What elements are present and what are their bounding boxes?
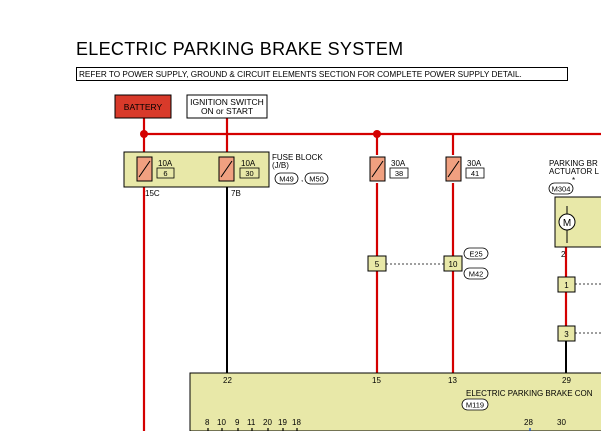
- joint-connector: 5 10 E25 M42: [367, 247, 489, 280]
- fuse-number-box: [389, 167, 409, 179]
- fuse-element: [447, 160, 460, 178]
- connector-pin-number: 3: [564, 330, 569, 339]
- fuse-number: 41: [471, 169, 479, 178]
- controller-bottom-pin: 10: [217, 418, 226, 427]
- page-title: ELECTRIC PARKING BRAKE SYSTEM: [76, 39, 404, 59]
- fuse-element: [220, 160, 233, 178]
- connector-pin-box: [557, 325, 576, 342]
- ignition-label-line1: IGNITION SWITCH: [190, 97, 264, 107]
- fuse-number-box: [465, 167, 485, 179]
- connector-pin-box: [557, 276, 576, 293]
- controller-bottom-pin: 9: [235, 418, 240, 427]
- ignition-switch-box: [186, 94, 268, 119]
- fuse-block-label-line2: (J/B): [272, 161, 289, 170]
- connector-pin-number: 1: [564, 281, 569, 290]
- actuator-label-line1: PARKING BR: [549, 159, 598, 168]
- fuse-amperage: 30A: [467, 159, 482, 168]
- controller-pin-15: 15: [372, 376, 381, 385]
- controller-bottom-pin: 19: [278, 418, 287, 427]
- fuse-number: 30: [245, 169, 253, 178]
- splice-dot: [373, 130, 381, 138]
- splice-points: [140, 130, 381, 138]
- connector-pin-box: [443, 255, 463, 272]
- controller-bottom-pin: 11: [247, 418, 256, 427]
- controller-bottom-pins: 8 10 9 11 20 19 18 28 30: [205, 418, 566, 427]
- connector-separator: ,: [301, 174, 303, 183]
- fuse-block-connector-m50: M50: [304, 172, 329, 185]
- controller-connector-label: M119: [466, 401, 484, 410]
- fuse-element: [371, 160, 384, 178]
- connector-pin-number: 5: [375, 260, 380, 269]
- fuse-6: 10A 6 15C: [136, 156, 175, 198]
- fuse-number-box: [239, 167, 260, 179]
- splice-dot: [140, 130, 148, 138]
- actuator-star: *: [572, 176, 575, 185]
- controller-bottom-pin: 18: [292, 418, 301, 427]
- fuse-amperage: 10A: [241, 159, 256, 168]
- connector-label: M50: [309, 175, 324, 184]
- fuse-pin-label: 7B: [231, 189, 241, 198]
- actuator-connector-oval: [548, 182, 574, 195]
- connector-label: E25: [469, 250, 482, 259]
- fuse-38: 30A 38: [369, 156, 409, 182]
- controller-pin-13: 13: [448, 376, 457, 385]
- actuator-connector-label: M304: [552, 185, 571, 194]
- controller-bottom-pin: 8: [205, 418, 210, 427]
- connector-oval: [304, 172, 329, 185]
- parking-brake-actuator: PARKING BR ACTUATOR L * M304 M 2: [548, 159, 601, 259]
- signal-wires: [226, 185, 567, 373]
- fuse-element: [138, 160, 151, 178]
- controller-bottom-pin: 28: [524, 418, 533, 427]
- controller-connector-oval: [461, 398, 489, 411]
- connector-oval-m42: [463, 267, 489, 280]
- connector-oval-e25: [463, 247, 489, 260]
- ignition-label-line2: ON or START: [201, 106, 253, 116]
- battery-box: [114, 94, 172, 119]
- fuse-30: 10A 30 7B: [218, 156, 260, 198]
- connector-label: M49: [279, 175, 294, 184]
- fuse-pin-label: 15C: [145, 189, 160, 198]
- fuse-41: 30A 41: [445, 156, 485, 182]
- fuse-number: 38: [395, 169, 403, 178]
- connector-label: M42: [469, 270, 484, 279]
- actuator-connector-pin-3: 3: [557, 325, 601, 342]
- battery-label: BATTERY: [124, 102, 163, 112]
- reference-note: REFER TO POWER SUPPLY, GROUND & CIRCUIT …: [76, 67, 568, 81]
- fuse-number-box: [156, 167, 175, 179]
- actuator-label-line2: ACTUATOR L: [549, 167, 599, 176]
- controller-pin-29: 29: [562, 376, 571, 385]
- power-wires: [142, 118, 601, 431]
- controller-bottom-pin: 20: [263, 418, 272, 427]
- connector-pin-number: 10: [449, 260, 458, 269]
- connector-pin-box: [367, 255, 387, 272]
- controller-label: ELECTRIC PARKING BRAKE CON: [466, 389, 593, 398]
- actuator-pin-label: 2: [561, 250, 566, 259]
- motor-symbol: M: [563, 218, 571, 229]
- controller-pin-22: 22: [223, 376, 232, 385]
- connector-oval: [274, 172, 299, 185]
- fuse-block-label-line1: FUSE BLOCK: [272, 153, 323, 162]
- controller-body: [189, 372, 601, 431]
- fuse-block-connector-m49: M49: [274, 172, 299, 185]
- fuse-amperage: 10A: [158, 159, 173, 168]
- actuator-connector-pin-1: 1: [557, 276, 601, 293]
- fuse-number: 6: [163, 169, 167, 178]
- controller-bottom-pin: 30: [557, 418, 566, 427]
- fuse-amperage: 30A: [391, 159, 406, 168]
